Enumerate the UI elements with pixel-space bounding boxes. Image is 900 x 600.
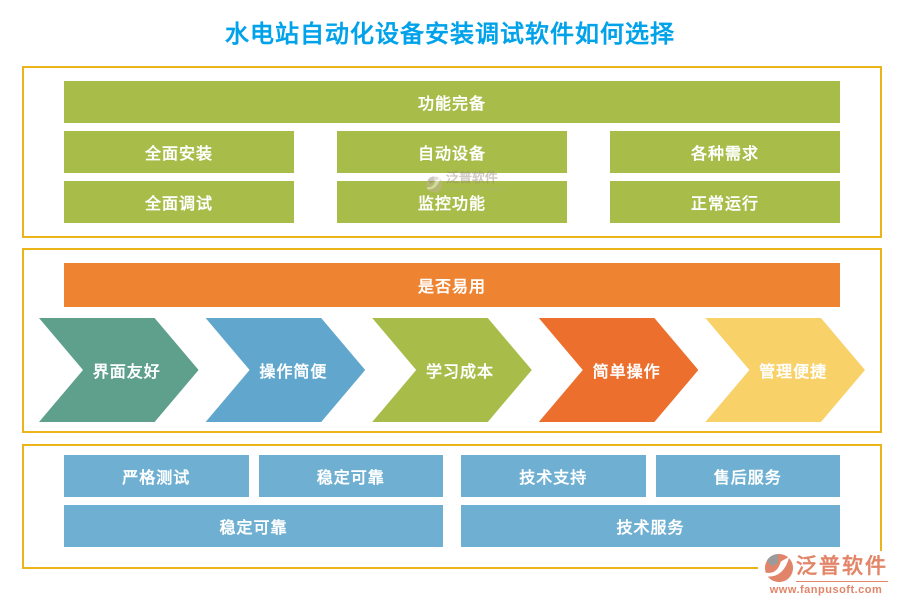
service-item-strict-test: 严格测试	[64, 455, 249, 497]
function-section-header: 功能完备	[64, 81, 840, 123]
function-item-full-debug: 全面调试	[64, 181, 294, 223]
brand-logo: 泛普软件 www.fanpusoft.com	[758, 551, 892, 598]
function-row-2: 全面调试 监控功能 正常运行	[64, 181, 840, 223]
step-easy-operation: 操作简便	[206, 318, 366, 422]
usability-section-panel: 是否易用 界面友好 操作简便 学习成本 简单操作 管理便捷	[22, 248, 882, 433]
function-section-panel: 功能完备 全面安装 自动设备 各种需求 全面调试 监控功能 正常运行 泛普软件 …	[22, 66, 882, 238]
function-item-monitor: 监控功能	[337, 181, 567, 223]
service-item-tech-support: 技术支持	[461, 455, 646, 497]
function-row-1: 全面安装 自动设备 各种需求	[64, 131, 840, 173]
usability-steps-row: 界面友好 操作简便 学习成本 简单操作 管理便捷	[39, 318, 865, 422]
step-simple-operation: 简单操作	[539, 318, 699, 422]
step-learning-cost: 学习成本	[372, 318, 532, 422]
brand-name: 泛普软件	[796, 555, 888, 582]
function-item-auto-equipment: 自动设备	[337, 131, 567, 173]
step-friendly-ui: 界面友好	[39, 318, 199, 422]
service-section-panel: 严格测试 稳定可靠 技术支持 售后服务 稳定可靠 技术服务	[22, 444, 882, 569]
service-row-2: 稳定可靠 技术服务	[64, 505, 840, 547]
function-item-normal-run: 正常运行	[610, 181, 840, 223]
brand-logo-icon	[764, 553, 794, 583]
function-item-full-install: 全面安装	[64, 131, 294, 173]
service-item-stable-reliable: 稳定可靠	[258, 455, 443, 497]
brand-url: www.fanpusoft.com	[769, 584, 883, 596]
service-item-stable-reliable-wide: 稳定可靠	[64, 505, 443, 547]
step-convenient-management: 管理便捷	[705, 318, 865, 422]
service-item-tech-service-wide: 技术服务	[461, 505, 840, 547]
usability-section-header: 是否易用	[64, 263, 840, 307]
service-row-1: 严格测试 稳定可靠 技术支持 售后服务	[64, 455, 840, 497]
service-item-after-sales: 售后服务	[655, 455, 840, 497]
function-item-various-needs: 各种需求	[610, 131, 840, 173]
page-title: 水电站自动化设备安装调试软件如何选择	[225, 21, 675, 48]
